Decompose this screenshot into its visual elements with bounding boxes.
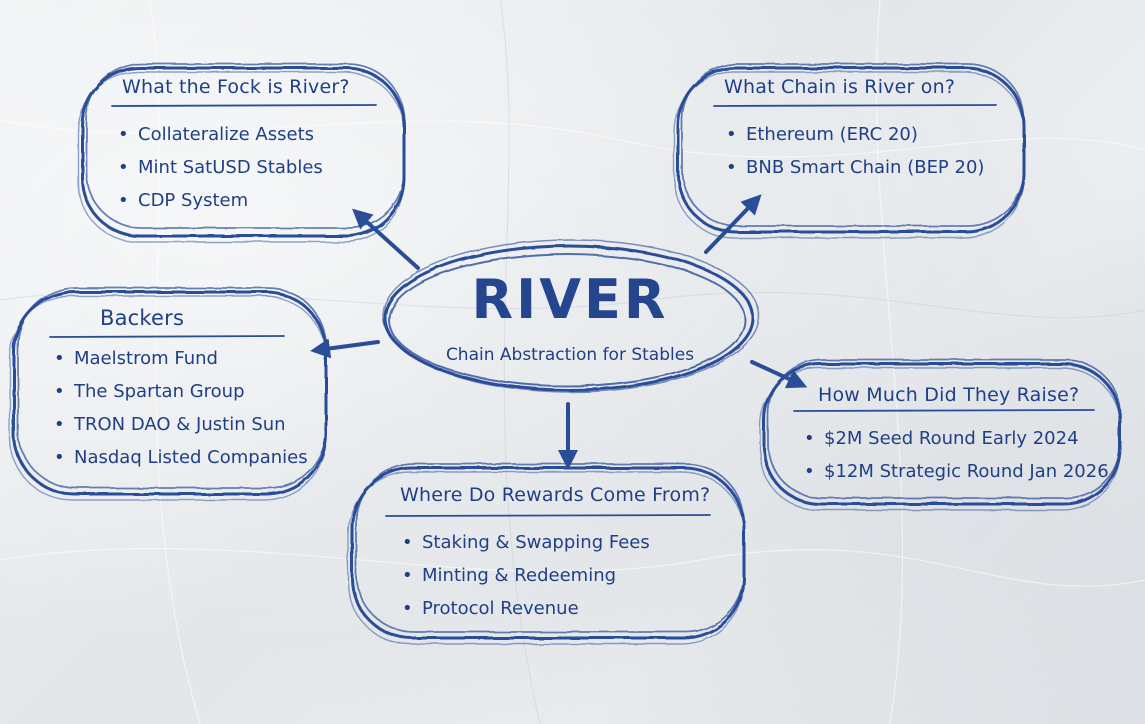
center-subtitle: Chain Abstraction for Stables [445, 345, 695, 365]
backers-node: Backers Maelstrom Fund The Spartan Group… [14, 292, 326, 494]
list-item: Maelstrom Fund [54, 342, 308, 375]
list-item: Mint SatUSD Stables [118, 151, 323, 184]
list-item: $12M Strategic Round Jan 2026 [804, 455, 1109, 488]
list-item: Nasdaq Listed Companies [54, 441, 308, 474]
center-title: RIVER [471, 268, 669, 331]
what-is-title: What the Fock is River? [122, 76, 350, 98]
list-item: Staking & Swapping Fees [402, 526, 650, 559]
raise-title: How Much Did They Raise? [818, 384, 1080, 406]
raise-node-outline [759, 359, 1122, 511]
chain-list: Ethereum (ERC 20) BNB Smart Chain (BEP 2… [726, 118, 984, 184]
rewards-node-outline [347, 463, 746, 645]
what-is-node-outline [77, 63, 406, 243]
arrow-to-backers [310, 338, 380, 359]
list-item: CDP System [118, 184, 323, 217]
backers-node-outline [9, 287, 328, 501]
list-item: The Spartan Group [54, 375, 308, 408]
what-is-underline [111, 104, 377, 107]
backers-underline [49, 335, 285, 338]
rewards-node: Where Do Rewards Come From? Staking & Sw… [352, 468, 744, 638]
list-item: BNB Smart Chain (BEP 20) [726, 151, 984, 184]
chain-node-outline [673, 63, 1026, 239]
raise-node: How Much Did They Raise? $2M Seed Round … [764, 364, 1120, 504]
rewards-title: Where Do Rewards Come From? [400, 484, 711, 506]
list-item: Minting & Redeeming [402, 559, 650, 592]
chain-title: What Chain is River on? [724, 76, 956, 98]
raise-underline [793, 409, 1095, 412]
chain-underline [713, 104, 997, 107]
arrow-to-what-is [352, 208, 420, 270]
backers-list: Maelstrom Fund The Spartan Group TRON DA… [54, 342, 308, 474]
list-item: Ethereum (ERC 20) [726, 118, 984, 151]
raise-list: $2M Seed Round Early 2024 $12M Strategic… [804, 422, 1109, 488]
rewards-list: Staking & Swapping Fees Minting & Redeem… [402, 526, 650, 625]
list-item: TRON DAO & Justin Sun [54, 408, 308, 441]
what-is-list: Collateralize Assets Mint SatUSD Stables… [118, 118, 323, 217]
list-item: Collateralize Assets [118, 118, 323, 151]
arrow-to-raise [750, 360, 808, 389]
list-item: $2M Seed Round Early 2024 [804, 422, 1109, 455]
backers-title: Backers [100, 306, 185, 330]
what-is-node: What the Fock is River? Collateralize As… [82, 68, 404, 236]
arrow-to-chain [704, 194, 762, 254]
rewards-underline [385, 514, 711, 517]
center-node-outline [382, 239, 760, 393]
list-item: Protocol Revenue [402, 592, 650, 625]
chain-node: What Chain is River on? Ethereum (ERC 20… [678, 68, 1024, 232]
